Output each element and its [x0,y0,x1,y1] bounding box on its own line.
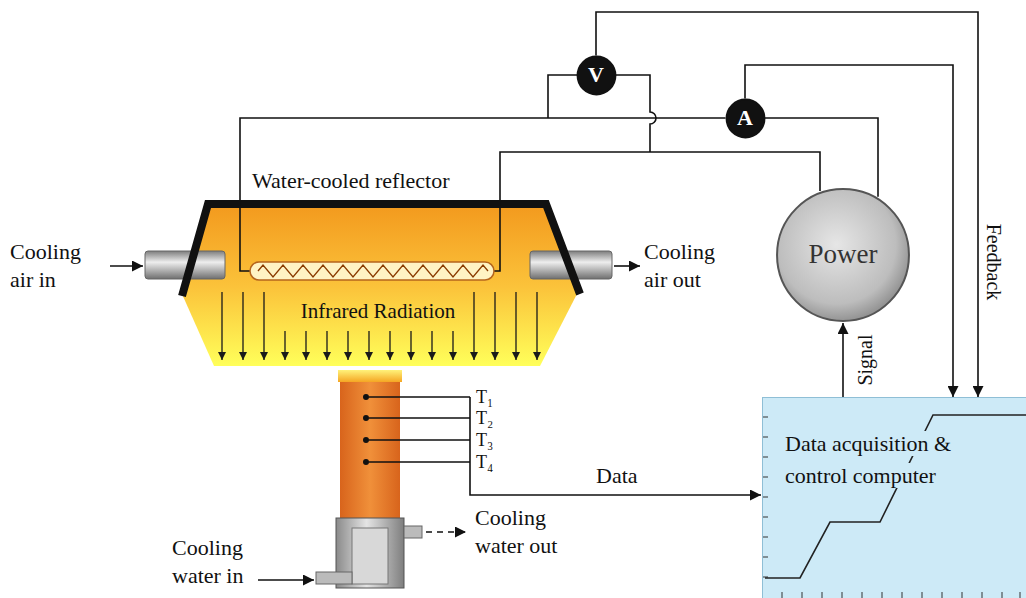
radiation-arrow [368,331,369,360]
radiation-arrow [347,331,348,360]
water-cooled-reflector [182,204,580,296]
computer-screen [762,397,1026,598]
thermocouple-dot [363,437,369,443]
radiation-arrow [473,292,474,360]
flow-arrow [110,265,143,267]
heater-wire [240,118,726,200]
heater-housing: Water-cooled reflectorInfrared Radiation [172,200,584,368]
power-supply-circle: Power [775,187,911,323]
holder-core [352,528,388,584]
radiation-arrow [326,331,327,360]
housing-heading: Water-cooled reflector [252,168,450,194]
supply-wire [765,118,879,197]
node-label: A [737,106,753,130]
radiation-arrow [515,292,516,360]
radiation-arrow [263,292,264,360]
radiation-arrow [410,331,411,360]
data-label: Data [596,462,638,490]
flow-arrow [258,579,314,581]
radiation-arrow [494,292,495,360]
computer-panel: Data acquisition & control computer [762,397,1026,598]
radiation-label: Infrared Radiation [172,298,584,324]
voltmeter-lead [614,75,656,152]
ammeter-circle-shape [726,99,764,137]
node-label: Power [809,240,878,270]
node-label: V [588,63,604,87]
radiation-arrow [431,331,432,360]
inlet-label: Cooling water in [172,534,290,590]
radiation-arrow [452,331,453,360]
flow-arrow [426,531,466,533]
water-inlet-pipe [316,572,352,584]
power-supply-circle-shape [777,189,909,321]
lamp-leads [240,200,500,271]
water-outlet-pipe [404,526,422,538]
thermocouple-dot [363,459,369,465]
infrared-lamp [250,262,494,280]
sample-column [340,382,400,520]
voltmeter-circle: V [577,56,616,95]
thermocouple-leads [369,397,470,462]
heater-body [182,206,578,366]
radiation-arrow [536,292,537,360]
axis-ticks [762,417,1020,598]
radiation-arrow [284,331,285,360]
inlet-label: Cooling air in [10,238,106,294]
control-signal-line [842,323,844,397]
data-line [470,397,761,495]
thermocouple-dot [363,394,369,400]
thermocouple-label: T₄ [476,451,493,473]
voltmeter-circle-shape [577,56,615,94]
radiation-arrow [305,331,306,360]
edge-label: Signal [852,334,876,385]
outlet-label: Cooling water out [475,504,593,560]
flow-arrow [614,265,640,267]
ammeter-circle: A [726,99,765,138]
lamp-filament [258,265,488,277]
panel-title: Data acquisition & control computer [785,431,951,488]
thermocouple-label: T₁ [476,386,493,408]
temperature-program-plot [765,415,1026,578]
radiation-arrow [221,292,222,360]
thermocouple-dot [363,415,369,421]
thermocouple-label: T₃ [476,429,493,451]
sample-surface [338,370,402,382]
radiation-arrow [242,292,243,360]
thermocouple-label: T₂ [476,407,493,429]
edge-label: Feedback [982,224,1006,301]
heater-wire [500,152,820,200]
current-feedback-line [745,65,953,397]
voltmeter-lead [548,75,578,118]
outlet-label: Cooling air out [644,238,740,294]
voltage-feedback-line [596,12,978,397]
reflector-outline [172,200,584,368]
radiation-arrow [389,331,390,360]
